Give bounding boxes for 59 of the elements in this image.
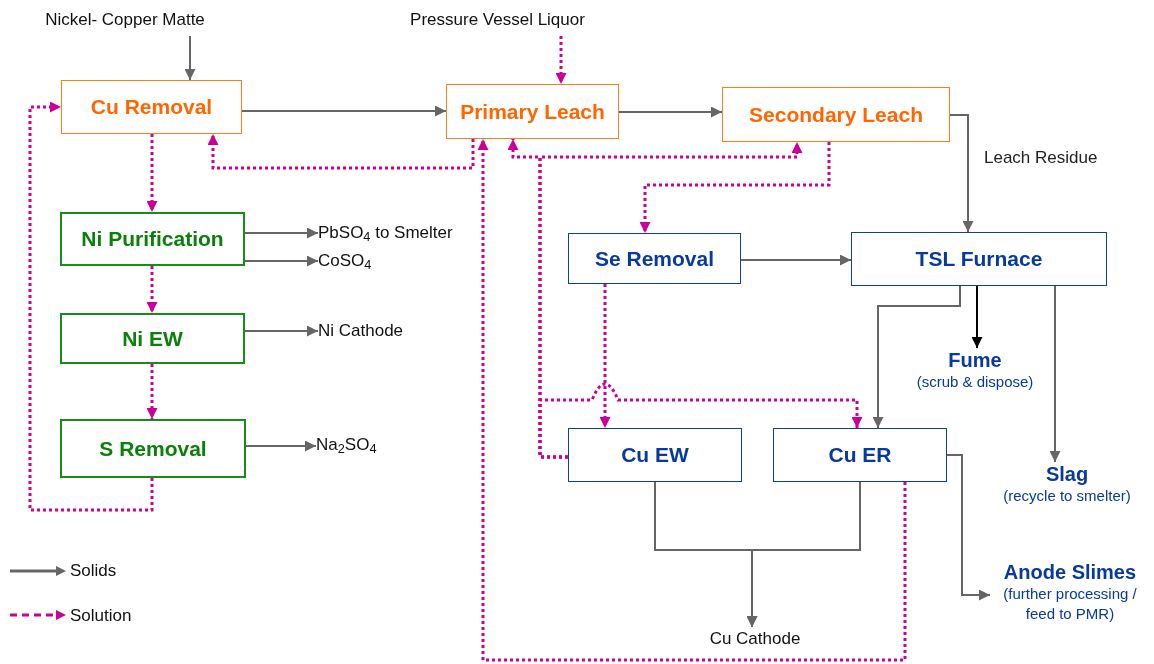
process-box bbox=[61, 80, 242, 134]
flow-arrow bbox=[244, 255, 319, 267]
process-label: Cu EW bbox=[621, 442, 689, 469]
flow-arrow bbox=[146, 134, 158, 212]
process-box bbox=[568, 233, 741, 284]
flow-arrow bbox=[244, 227, 319, 239]
flow-arrow bbox=[949, 114, 974, 233]
process-box bbox=[60, 419, 246, 478]
legend-label: Solution bbox=[70, 604, 132, 627]
flow-arrow bbox=[28, 101, 154, 512]
flow-arrow bbox=[599, 284, 611, 428]
product-note: (scrub & dispose) bbox=[916, 372, 1034, 392]
stream-label: PbSO$_{4}$ to Smelter bbox=[318, 221, 498, 245]
flow-arrow bbox=[971, 285, 983, 349]
flow-arrow bbox=[241, 105, 447, 117]
stream-label: Cu Cathode bbox=[690, 627, 820, 653]
process-box bbox=[568, 428, 742, 482]
flow-arrow bbox=[146, 266, 158, 313]
flow-arrow bbox=[946, 454, 991, 601]
flow-arrow bbox=[184, 35, 196, 81]
product-name: Slag bbox=[1045, 462, 1089, 486]
stream-label: CoSO$_{4}$ bbox=[318, 249, 398, 273]
process-box bbox=[60, 313, 245, 364]
flow-arrow bbox=[872, 285, 961, 429]
process-label: TSL Furnace bbox=[915, 246, 1043, 273]
flow-arrow bbox=[740, 254, 852, 266]
process-label: Cu ER bbox=[828, 442, 892, 469]
flow-arrow bbox=[555, 36, 567, 84]
process-label: S Removal bbox=[99, 435, 207, 462]
process-label: Primary Leach bbox=[460, 98, 605, 125]
flow-arrow bbox=[618, 106, 723, 118]
flow-arrow bbox=[245, 440, 317, 452]
flow-arrow bbox=[477, 139, 907, 662]
flow-arrow bbox=[1049, 285, 1061, 463]
stream-label: Na$_{2}$SO$_{4}$ bbox=[316, 433, 396, 459]
process-label: Se Removal bbox=[594, 245, 715, 272]
process-label: Ni EW bbox=[122, 325, 183, 352]
stream-label: Nickel- Copper Matte bbox=[20, 8, 230, 36]
product-name: Anode Slimes bbox=[1003, 560, 1137, 584]
process-box bbox=[773, 428, 947, 482]
product-name: Fume bbox=[948, 348, 1002, 372]
legend-label: Solids bbox=[70, 560, 117, 582]
process-label: Secondary Leach bbox=[749, 101, 923, 128]
process-box bbox=[722, 87, 950, 142]
flow-arrow bbox=[244, 325, 319, 337]
stream-label: Ni Cathode bbox=[318, 319, 438, 343]
product-note: (further processing / feed to PMR) bbox=[1002, 584, 1138, 624]
flow-arrow bbox=[639, 142, 831, 233]
process-box bbox=[60, 212, 245, 266]
flow-arrow bbox=[207, 134, 475, 170]
flow-arrow bbox=[146, 364, 158, 419]
process-box bbox=[851, 232, 1107, 286]
process-box bbox=[446, 84, 619, 139]
stream-label: Pressure Vessel Liquor bbox=[385, 8, 610, 36]
flow-arrow bbox=[538, 382, 863, 459]
product-note: (recycle to smelter) bbox=[1003, 486, 1131, 506]
flow-arrow bbox=[746, 481, 861, 628]
process-label: Cu Removal bbox=[90, 94, 213, 121]
process-label: Ni Purification bbox=[81, 226, 224, 253]
